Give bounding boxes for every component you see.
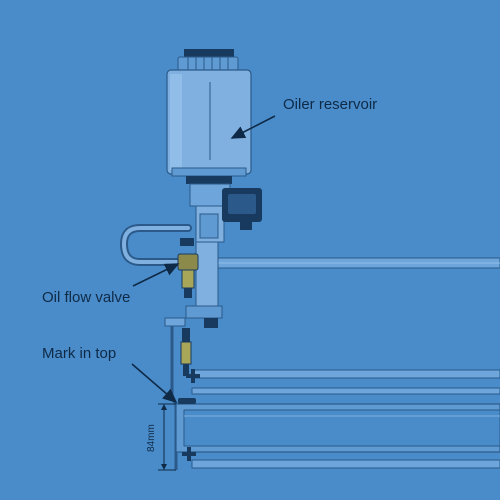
dimension-label: 84mm xyxy=(146,424,157,452)
valve-label: Oil flow valve xyxy=(42,289,130,306)
solenoid-connector xyxy=(222,188,262,230)
valve-arrow xyxy=(132,263,180,287)
bolt-lower xyxy=(182,447,196,461)
reservoir-label: Oiler reservoir xyxy=(283,96,377,113)
mark-arrow xyxy=(131,363,178,404)
nozzle-assembly xyxy=(180,328,192,376)
dimension-84mm xyxy=(158,403,176,471)
reservoir-arrow xyxy=(230,115,276,139)
feed-body xyxy=(185,241,223,328)
conveyor-rail-lower xyxy=(191,459,500,469)
bolt-upper xyxy=(186,369,200,383)
reservoir-cap xyxy=(177,49,239,71)
feed-pipe xyxy=(211,257,500,269)
reservoir-base xyxy=(186,176,232,243)
conveyor-beam xyxy=(175,403,500,453)
oil-flow-valve xyxy=(177,238,199,298)
mark-label: Mark in top xyxy=(42,345,116,362)
oiler-reservoir xyxy=(166,69,252,177)
top-mark xyxy=(178,398,196,404)
